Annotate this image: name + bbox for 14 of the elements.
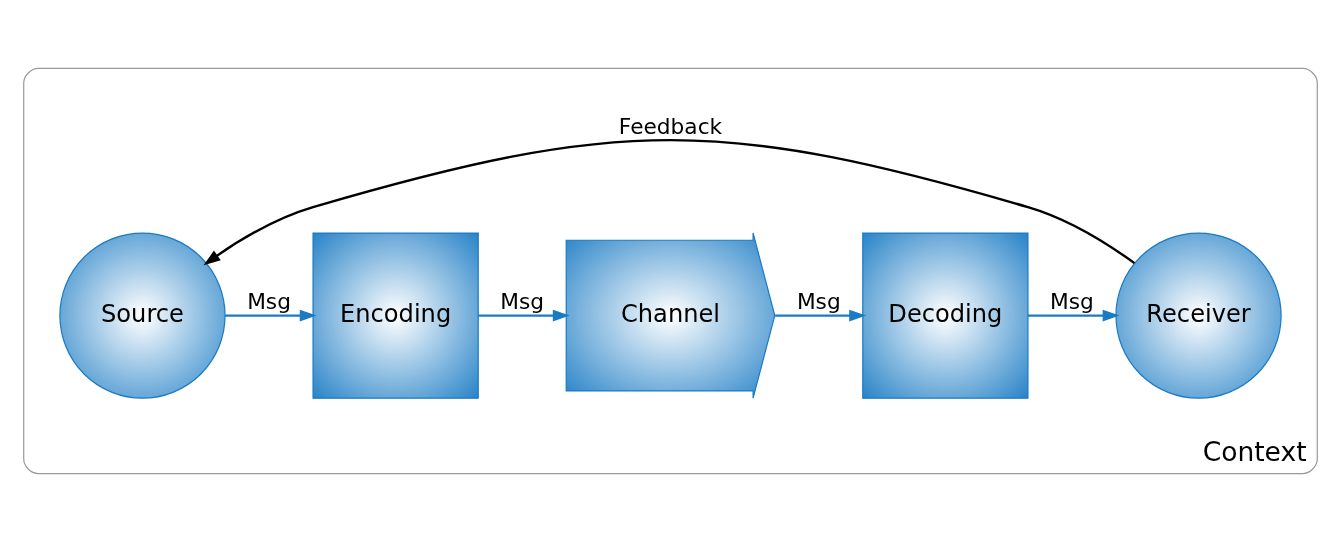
edge-label: Msg [1050, 288, 1094, 314]
edge-label: Msg [500, 288, 545, 314]
node-box: Decoding [862, 232, 1029, 399]
arrow [203, 139, 1136, 266]
node-circle: Receiver [1115, 232, 1282, 399]
arrow [1028, 309, 1120, 322]
edge-label: Feedback [618, 114, 723, 140]
edge-label: Msg [247, 288, 291, 314]
arrow [775, 309, 867, 322]
node-box: Encoding [312, 232, 479, 399]
node-circle: Source [59, 232, 226, 399]
arrow [478, 309, 570, 322]
edge-label: Msg [796, 288, 841, 314]
arrow [225, 309, 317, 322]
